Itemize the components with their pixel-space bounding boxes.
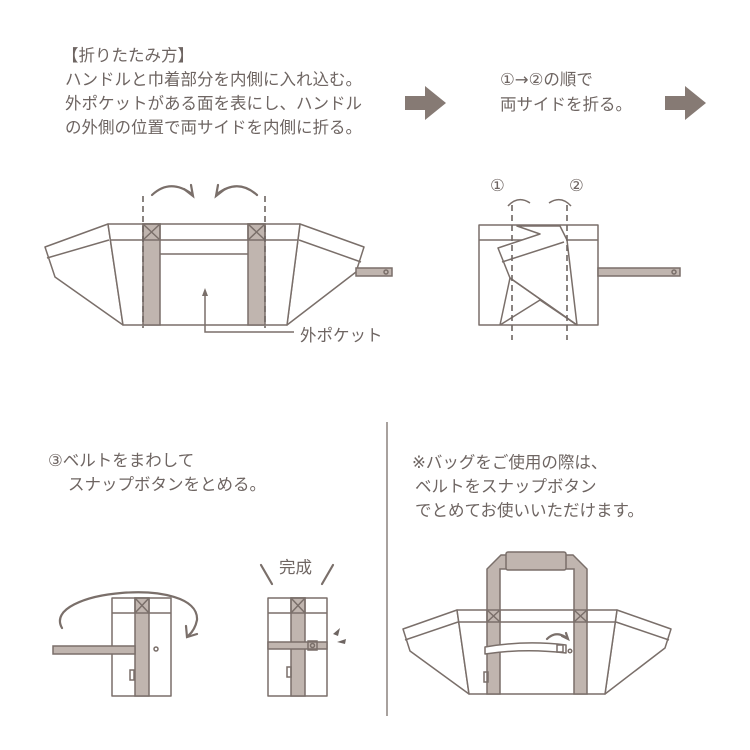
step2-text: ①→②の順で 両サイドを折る。 xyxy=(500,70,632,114)
step3-line-2: スナップボタンをとめる。 xyxy=(68,475,266,494)
bag-in-use-illustration xyxy=(402,551,672,695)
step3-line-1: ③ベルトをまわして xyxy=(48,451,194,470)
step2-line-2: 両サイドを折る。 xyxy=(500,95,632,114)
snap-sparkle-icon xyxy=(333,628,346,644)
open-bag-illustration: 外ポケット xyxy=(44,183,393,345)
step1-text: 【折りたたみ方】 ハンドルと巾着部分を内側に入れ込む。 外ポケットがある面を表に… xyxy=(62,46,362,137)
wrap-belt-illustration xyxy=(52,591,199,697)
step1-line-1: ハンドルと巾着部分を内側に入れ込む。 xyxy=(65,70,362,89)
sides-folded-illustration: ① ② xyxy=(478,176,681,340)
step1-line-3: の外側の位置で両サイドを内側に折る。 xyxy=(65,118,362,137)
step1-heading: 【折りたたみ方】 xyxy=(62,46,194,65)
next-arrow-icon xyxy=(665,86,706,120)
step2-line-1: ①→②の順で xyxy=(500,70,593,89)
note-line-2: ベルトをスナップボタン xyxy=(415,477,597,496)
step3-text: ③ベルトをまわして スナップボタンをとめる。 xyxy=(48,451,266,494)
outer-pocket-label: 外ポケット xyxy=(300,326,383,345)
next-arrow-icon xyxy=(405,86,446,120)
note-text: ※バッグをご使用の際は、 ベルトをスナップボタン でとめてお使いいただけます。 xyxy=(412,453,644,520)
completed-illustration: 完成 xyxy=(259,558,346,697)
done-label: 完成 xyxy=(279,558,312,577)
step1-line-2: 外ポケットがある面を表にし、ハンドル xyxy=(65,94,362,113)
note-line-1: ※バッグをご使用の際は、 xyxy=(412,453,607,472)
fold-marker-2: ② xyxy=(569,176,584,195)
fold-marker-1: ① xyxy=(490,176,505,195)
note-line-3: でとめてお使いいただけます。 xyxy=(415,501,644,520)
